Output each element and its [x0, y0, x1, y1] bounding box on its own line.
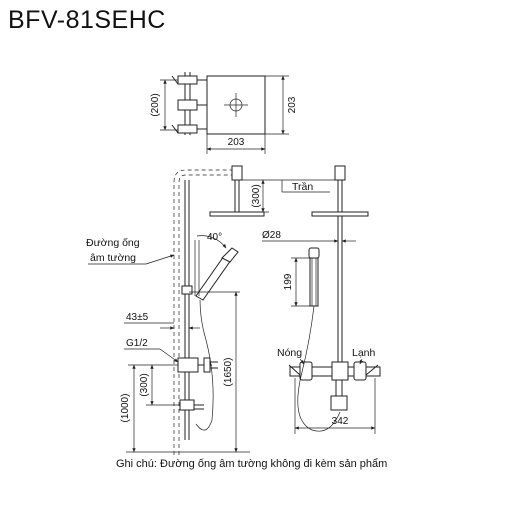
- dim-valve-height: (1000): [120, 394, 131, 423]
- model-title: BFV-81SEHC: [8, 6, 166, 34]
- dim-head-diameter: Ø28: [262, 230, 281, 241]
- dim-total-height: (1650): [223, 358, 234, 387]
- side-spout: [179, 399, 204, 411]
- concealed-pipe-label-1: Đường ống: [86, 237, 140, 249]
- front-spout: [330, 395, 348, 411]
- front-ceiling-mount: [334, 165, 346, 181]
- side-hose: [195, 299, 214, 431]
- front-mixer-valve: [288, 361, 381, 381]
- side-view: 40° (300): [86, 165, 340, 455]
- dim-hand-shower-length: 199: [283, 273, 294, 290]
- front-shower-head: [311, 211, 369, 217]
- dim-top-height: 203: [287, 96, 298, 113]
- concealed-pipe-label-2: âm tường: [90, 252, 136, 264]
- top-view: (200) 203 203: [150, 72, 298, 154]
- front-view: Ø28 199: [262, 165, 381, 434]
- dim-tilt-angle: 40°: [207, 232, 222, 243]
- dim-valve-offset: 43±5: [126, 312, 149, 323]
- side-mixer-valve: [177, 357, 218, 373]
- footnote: Ghi chú: Đường ống âm tường không đi kèm…: [116, 458, 388, 470]
- ceiling-mount: [231, 165, 243, 181]
- dim-top-valve-height: (200): [150, 93, 161, 116]
- top-view-valve: [171, 72, 207, 135]
- ceiling-label: Trần: [292, 181, 313, 193]
- side-shower-head: [209, 211, 265, 217]
- dim-top-width: 203: [228, 137, 245, 148]
- side-hand-shower: [194, 240, 239, 301]
- hot-label: Nóng: [277, 347, 302, 359]
- front-hand-shower: [308, 247, 320, 307]
- concealed-pipe: [173, 169, 240, 455]
- dim-arm-drop: (300): [251, 184, 262, 207]
- cold-label: Lạnh: [352, 347, 376, 359]
- dim-pipe-thread: G1/2: [126, 338, 148, 349]
- dim-spout-height: (300): [139, 373, 150, 396]
- dim-valve-width: 342: [332, 416, 349, 427]
